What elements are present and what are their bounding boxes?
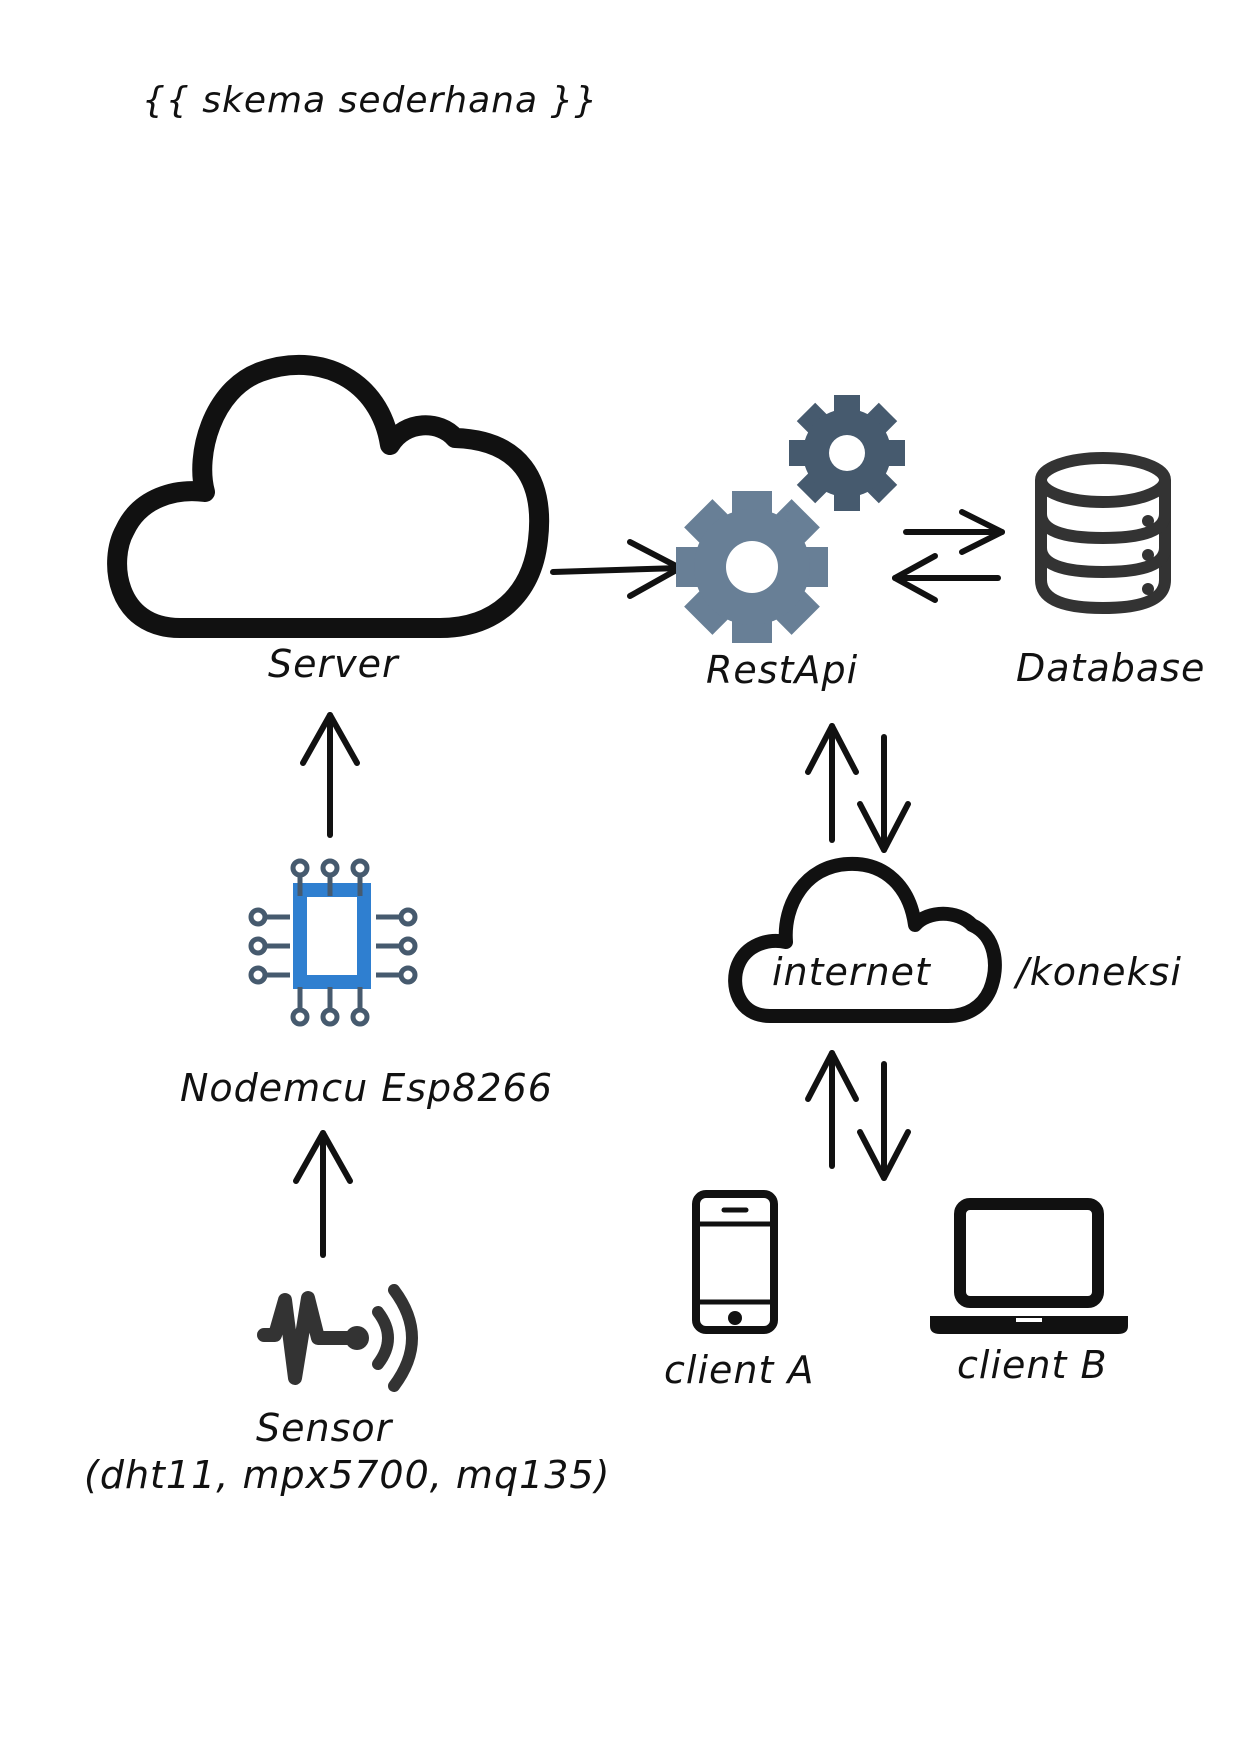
restapi-label: RestApi bbox=[706, 648, 859, 692]
nodemcu-label: Nodemcu Esp8266 bbox=[180, 1066, 553, 1110]
arrow-database-to-restapi bbox=[892, 553, 1001, 603]
koneksi-label: /koneksi bbox=[1016, 950, 1182, 994]
arrow-clients-to-internet bbox=[805, 1050, 859, 1169]
sensor-signal-icon bbox=[257, 1284, 418, 1392]
database-label: Database bbox=[1016, 646, 1206, 690]
internet-label: internet bbox=[772, 950, 931, 994]
database-icon bbox=[1035, 452, 1171, 615]
sensor-sublabel: (dht11, mpx5700, mq135) bbox=[84, 1453, 611, 1497]
server-label: Server bbox=[268, 642, 399, 686]
client-b-label: client B bbox=[957, 1343, 1108, 1387]
arrow-internet-to-clients bbox=[857, 1061, 911, 1181]
sensor-label: Sensor bbox=[256, 1406, 393, 1450]
arrow-internet-to-restapi bbox=[805, 723, 859, 843]
large-gear-icon bbox=[676, 491, 828, 643]
arrow-restapi-to-database bbox=[903, 509, 1005, 555]
internet-cloud-icon bbox=[728, 856, 1002, 1023]
arrow-sensor-to-nodemcu bbox=[293, 1130, 353, 1258]
small-gear-icon bbox=[789, 395, 905, 511]
server-cloud-icon bbox=[107, 354, 550, 638]
database-indicator-dots bbox=[1142, 515, 1154, 595]
smartphone-icon bbox=[692, 1190, 778, 1334]
arrow-server-to-restapi bbox=[550, 539, 683, 599]
arrow-restapi-to-internet bbox=[857, 734, 911, 853]
client-a-label: client A bbox=[664, 1348, 815, 1392]
laptop-icon bbox=[930, 1198, 1128, 1334]
arrow-nodemcu-to-server bbox=[300, 712, 360, 838]
microchip-icon bbox=[248, 858, 418, 1027]
diagram-title: {{ skema sederhana }} bbox=[142, 80, 599, 121]
